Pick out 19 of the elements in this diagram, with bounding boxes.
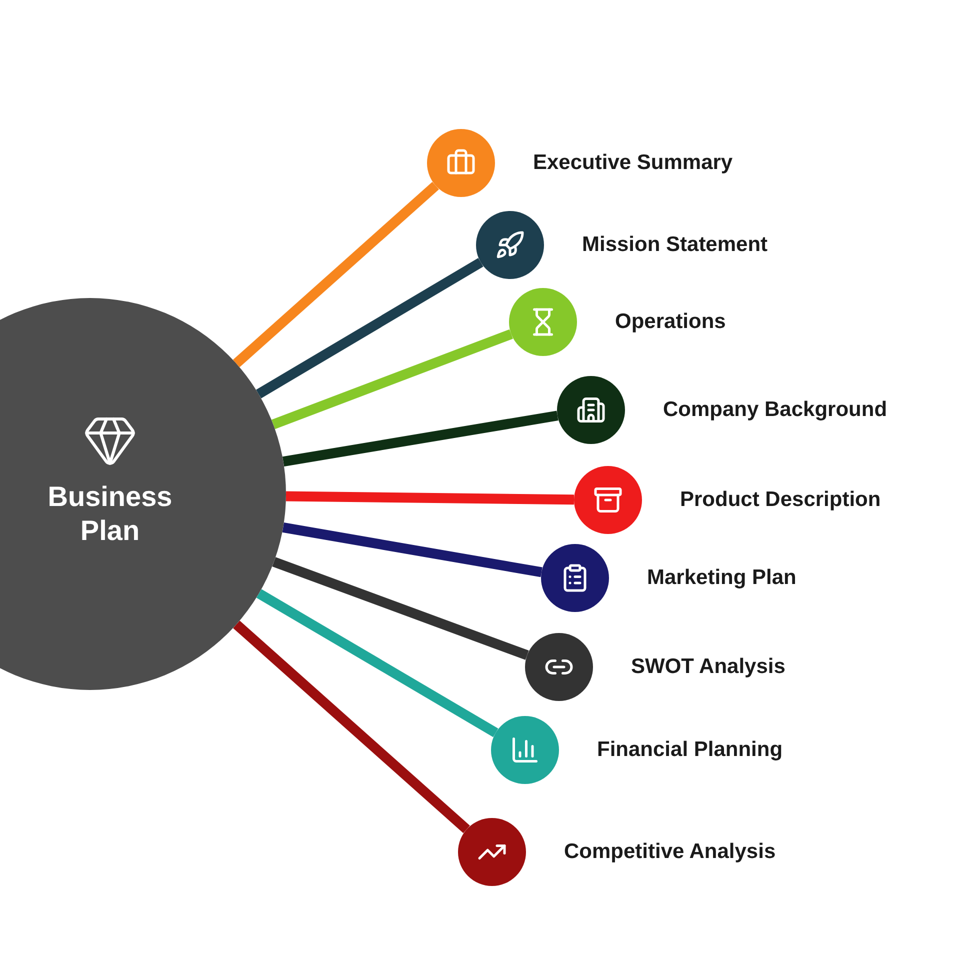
connector-line (232, 182, 439, 368)
branch-label: Executive Summary (533, 150, 733, 176)
branch-label: Mission Statement (582, 232, 768, 258)
connector-line (256, 258, 484, 398)
branch-label: Financial Planning (597, 737, 783, 764)
branch-label: Company Background (663, 397, 888, 424)
branch-label: Marketing Plan (647, 565, 796, 592)
connector-line (233, 620, 470, 834)
connector-line (272, 557, 529, 660)
connector-line (256, 589, 498, 738)
branch-label: Product Description (680, 487, 881, 514)
connector-line (271, 329, 513, 430)
connector-line (282, 522, 542, 578)
branch-label: Competitive Analysis (564, 839, 776, 866)
connector-line (286, 491, 574, 505)
connector-line (282, 410, 558, 467)
branch-label: SWOT Analysis (631, 654, 786, 680)
branch-label: Operations (615, 309, 726, 336)
central-title: Business Plan (46, 480, 174, 548)
